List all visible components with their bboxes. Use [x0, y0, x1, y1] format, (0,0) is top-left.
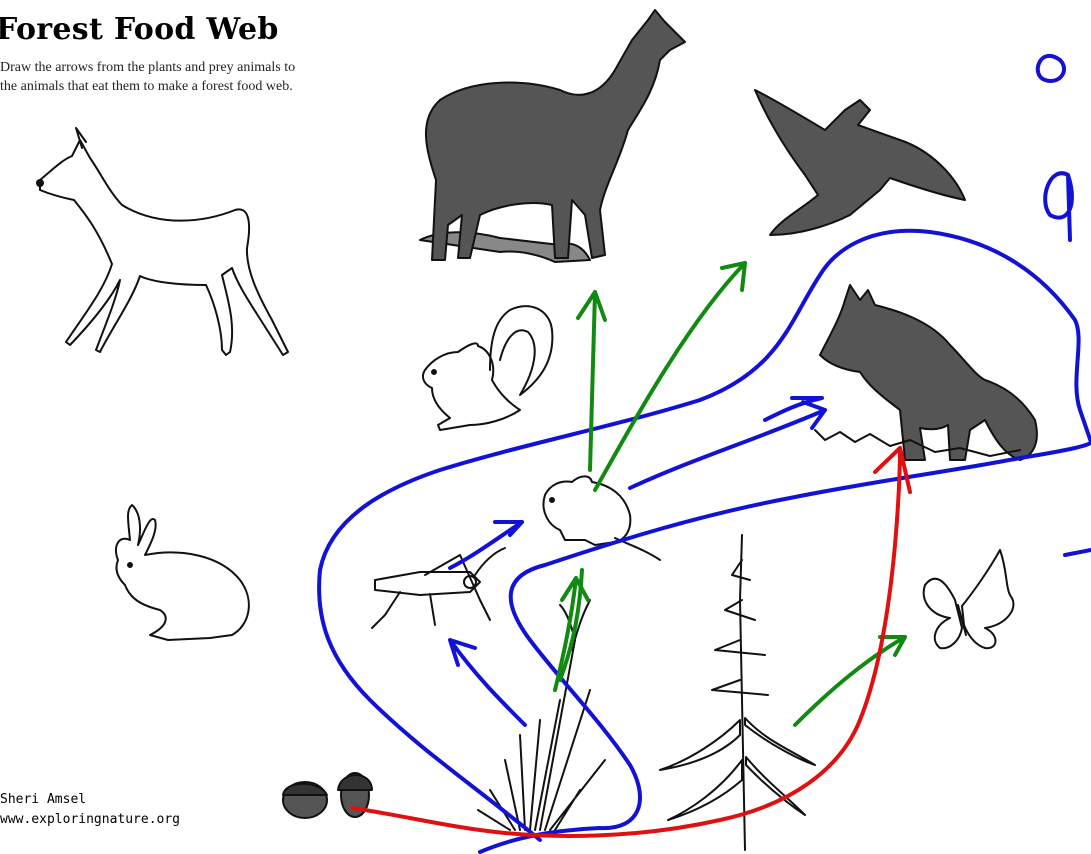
fireweed-illustration	[660, 535, 815, 850]
blue-outline-loop	[319, 231, 1091, 852]
butterfly-illustration	[924, 550, 1014, 648]
wolf-illustration	[420, 10, 685, 262]
fox-illustration	[815, 285, 1037, 460]
grass-illustration	[478, 600, 605, 830]
grasshopper-illustration	[372, 548, 505, 628]
blue-arrows	[450, 398, 825, 725]
squirrel-illustration	[423, 306, 552, 430]
rabbit-illustration	[116, 505, 249, 640]
hawk-illustration	[755, 90, 965, 235]
deer-illustration	[37, 128, 288, 355]
red-arrows	[352, 448, 910, 836]
acorns-illustration	[283, 773, 372, 818]
